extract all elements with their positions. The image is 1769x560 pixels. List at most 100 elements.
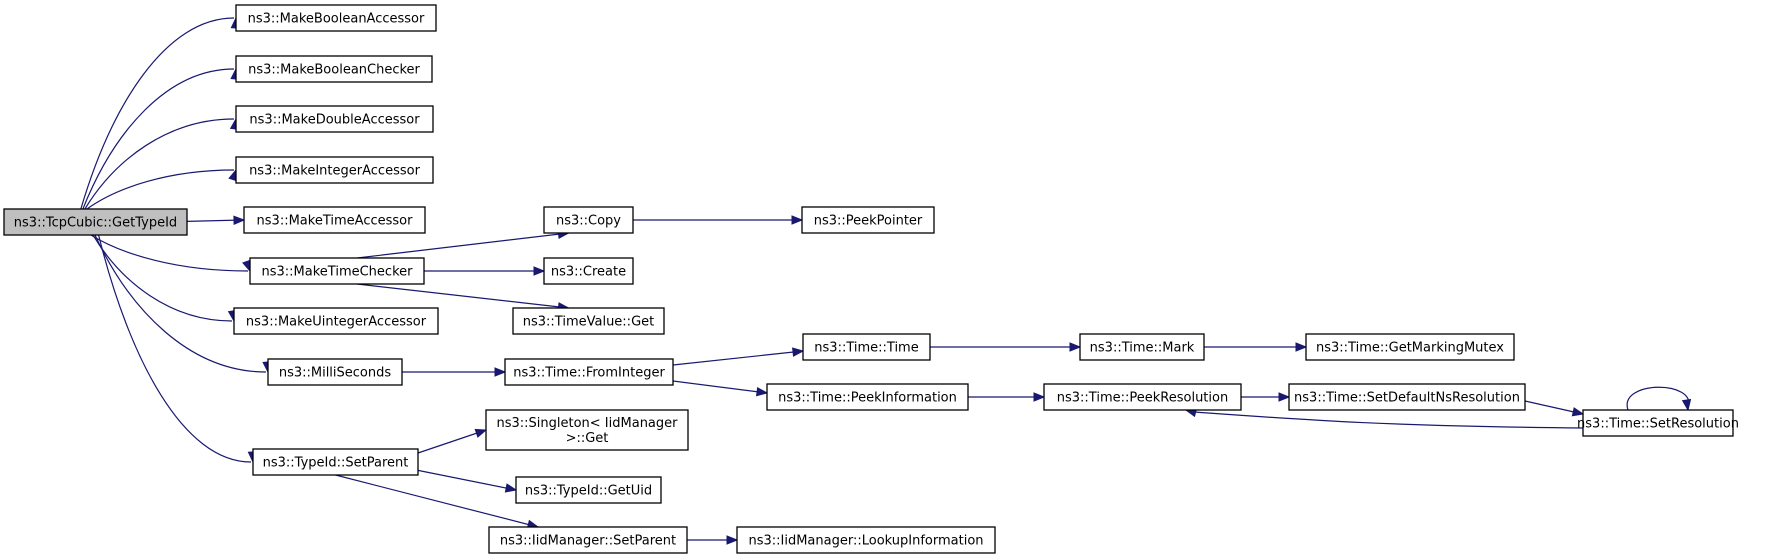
node-box — [543, 257, 634, 285]
node-label: ns3::MakeDoubleAccessor — [249, 113, 420, 128]
edge-line — [82, 68, 235, 210]
node-box — [488, 526, 688, 554]
node-ttime[interactable]: ns3::Time::Time — [802, 333, 931, 361]
arrowhead — [1571, 407, 1585, 417]
edge-line — [186, 219, 243, 222]
edge-line — [672, 380, 768, 394]
edge-line — [356, 232, 569, 259]
arrowhead — [533, 266, 546, 276]
node-tvget[interactable]: ns3::TimeValue::Get — [512, 307, 665, 335]
node-label: ns3::TimeValue::Get — [523, 315, 655, 330]
node-label: ns3::Time::SetDefaultNsResolution — [1294, 391, 1520, 406]
node-box — [235, 105, 434, 133]
edge-line — [90, 234, 249, 272]
arrowhead — [233, 215, 246, 225]
node-box — [1288, 383, 1526, 411]
node-box — [485, 409, 689, 451]
edge-tsp-to-getuid — [417, 469, 518, 493]
arrowhead — [1681, 398, 1692, 412]
node-root[interactable]: ns3::TcpCubic::GetTypeId — [3, 208, 188, 236]
node-box — [1043, 383, 1242, 411]
arrowhead — [726, 535, 739, 545]
node-label: ns3::Time::PeekResolution — [1057, 391, 1228, 406]
node-getmm[interactable]: ns3::Time::GetMarkingMutex — [1305, 333, 1515, 361]
node-label: ns3::MakeTimeAccessor — [257, 214, 414, 229]
node-sget[interactable]: ns3::Singleton< IidManager>::Get — [485, 409, 689, 451]
node-fromint[interactable]: ns3::Time::FromInteger — [504, 358, 674, 386]
node-mia[interactable]: ns3::MakeIntegerAccessor — [235, 156, 434, 184]
node-label: ns3::Time::Mark — [1090, 341, 1195, 356]
arrowhead — [474, 428, 488, 438]
node-label: ns3::TcpCubic::GetTypeId — [14, 216, 177, 231]
node-box — [504, 358, 674, 386]
arrowhead — [494, 367, 507, 377]
node-mda[interactable]: ns3::MakeDoubleAccessor — [235, 105, 434, 133]
edge-line — [672, 350, 804, 366]
node-box — [3, 208, 188, 236]
node-box — [801, 206, 935, 234]
node-label: ns3::IidManager::LookupInformation — [748, 534, 983, 549]
arrowhead — [792, 347, 805, 357]
node-label: ns3::TypeId::GetUid — [525, 484, 652, 499]
edge-setres-to-setres — [1626, 386, 1692, 412]
node-box — [243, 206, 426, 234]
node-tsp[interactable]: ns3::TypeId::SetParent — [252, 448, 419, 476]
node-box — [512, 307, 665, 335]
node-box — [1079, 333, 1205, 361]
node-peekptr[interactable]: ns3::PeekPointer — [801, 206, 935, 234]
arrowhead — [1295, 342, 1308, 352]
edge-line — [94, 234, 267, 373]
node-setres[interactable]: ns3::Time::SetResolution — [1577, 409, 1739, 437]
node-iidsp[interactable]: ns3::IidManager::SetParent — [488, 526, 688, 554]
edge-line — [80, 17, 235, 210]
edge-line — [1193, 411, 1584, 429]
node-label: ns3::Time::FromInteger — [513, 366, 665, 381]
node-mtc[interactable]: ns3::MakeTimeChecker — [249, 257, 425, 285]
node-copy[interactable]: ns3::Copy — [543, 206, 634, 234]
node-setdef[interactable]: ns3::Time::SetDefaultNsResolution — [1288, 383, 1526, 411]
edge-root-to-mua — [92, 234, 238, 323]
edge-line — [92, 234, 233, 322]
arrowhead — [755, 386, 769, 397]
node-label: ns3::MakeTimeChecker — [262, 265, 414, 280]
node-box — [543, 206, 634, 234]
arrowhead — [791, 215, 804, 225]
node-lookup[interactable]: ns3::IidManager::LookupInformation — [736, 526, 996, 554]
node-ms[interactable]: ns3::MilliSeconds — [267, 358, 403, 386]
node-box — [1305, 333, 1515, 361]
arrowhead — [1033, 392, 1046, 402]
node-label: ns3::MilliSeconds — [279, 366, 392, 381]
node-box — [267, 358, 403, 386]
edge-tsp-to-iidsp — [335, 474, 540, 529]
edge-iidsp-to-lookup — [687, 535, 739, 545]
node-mbc[interactable]: ns3::MakeBooleanChecker — [235, 55, 433, 83]
node-label: ns3::PeekPointer — [814, 214, 923, 229]
node-box — [249, 257, 425, 285]
node-label: ns3::MakeIntegerAccessor — [249, 164, 421, 179]
edge-fromint-to-peekinfo — [672, 380, 769, 397]
edge-mtc-to-copy — [356, 229, 570, 259]
node-mark[interactable]: ns3::Time::Mark — [1079, 333, 1205, 361]
node-box — [766, 383, 969, 411]
edge-setdef-to-setres — [1524, 400, 1585, 417]
edge-root-to-ms — [94, 234, 272, 374]
node-label: >::Get — [566, 431, 609, 446]
edge-copy-to-peekptr — [633, 215, 804, 225]
node-label: ns3::Time::Time — [814, 341, 918, 356]
edge-line — [98, 234, 252, 463]
node-label: ns3::IidManager::SetParent — [500, 534, 676, 549]
edge-mark-to-getmm — [1204, 342, 1308, 352]
edge-root-to-tsp — [98, 234, 258, 464]
node-label: ns3::Time::PeekInformation — [778, 391, 957, 406]
node-mta[interactable]: ns3::MakeTimeAccessor — [243, 206, 426, 234]
node-mua[interactable]: ns3::MakeUintegerAccessor — [233, 307, 439, 335]
node-box — [235, 4, 437, 32]
node-getuid[interactable]: ns3::TypeId::GetUid — [515, 476, 662, 504]
node-mba[interactable]: ns3::MakeBooleanAccessor — [235, 4, 437, 32]
node-peekres[interactable]: ns3::Time::PeekResolution — [1043, 383, 1242, 411]
node-peekinfo[interactable]: ns3::Time::PeekInformation — [766, 383, 969, 411]
node-create[interactable]: ns3::Create — [543, 257, 634, 285]
node-label: ns3::Time::SetResolution — [1577, 417, 1739, 432]
edge-line — [417, 429, 487, 454]
node-box — [252, 448, 419, 476]
